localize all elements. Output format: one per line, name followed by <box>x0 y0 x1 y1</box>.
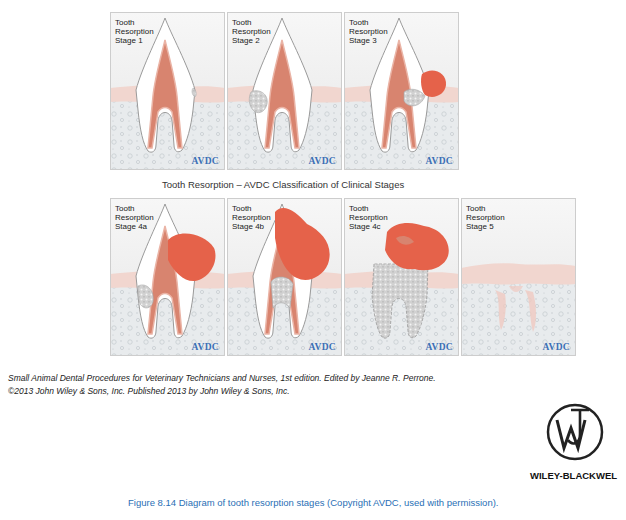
stage-1-tooth-part <box>110 12 225 170</box>
publisher-name: WILEY-BLACKWEL <box>530 470 617 482</box>
stage-5-site-part <box>525 290 536 332</box>
stage-5-site-part <box>461 263 576 356</box>
stage-1-tooth <box>110 12 225 170</box>
stage-4c-tooth-part <box>372 264 428 338</box>
stage-5-site <box>461 198 576 356</box>
stage-panel: Tooth Resorption Stage 4a AVDC <box>110 198 225 356</box>
avdc-logo: AVDC <box>543 342 570 352</box>
diagram-title: Tooth Resorption – AVDC Classification o… <box>162 179 404 191</box>
avdc-logo: AVDC <box>426 156 453 166</box>
avdc-logo: AVDC <box>192 156 219 166</box>
stage-1-tooth-part <box>136 18 195 152</box>
stage-4a-tooth-part <box>168 234 215 282</box>
stage-4c-tooth-part <box>396 236 414 245</box>
avdc-logo: AVDC <box>309 156 336 166</box>
stage-4c-tooth-part <box>385 223 449 270</box>
stage-5-site-part <box>509 286 523 292</box>
stage-1-tooth-part <box>192 88 196 97</box>
stage-5-site-part <box>461 283 576 356</box>
stage-3-tooth-part <box>421 70 446 97</box>
stage-panel: Tooth Resorption Stage 3 AVDC <box>344 12 459 170</box>
stage-label: Tooth Resorption Stage 1 <box>115 18 159 45</box>
avdc-logo: AVDC <box>426 342 453 352</box>
stage-2-tooth-part <box>249 91 267 113</box>
stage-3-tooth-part <box>370 18 429 152</box>
stage-panel: Tooth Resorption Stage 4c AVDC <box>344 198 459 356</box>
stage-label: Tooth Resorption Stage 2 <box>232 18 276 45</box>
figure-caption: Figure 8.14 Diagram of tooth resorption … <box>128 497 499 509</box>
publisher-emblem-part <box>568 410 589 443</box>
citation-line: Small Animal Dental Procedures for Veter… <box>8 373 436 384</box>
stage-panel: Tooth Resorption Stage 4b AVDC <box>227 198 342 356</box>
avdc-logo: AVDC <box>309 342 336 352</box>
stage-5-site-part <box>495 290 506 330</box>
stage-4b-tooth-part <box>271 277 293 308</box>
stage-4a-tooth-part <box>138 285 153 308</box>
stage-3-tooth-part <box>404 89 425 106</box>
stage-4b-tooth <box>227 198 342 356</box>
copyright-line: ©2013 John Wiley & Sons, Inc. Published … <box>8 386 290 397</box>
publisher-emblem-part <box>548 405 602 459</box>
stage-4b-tooth-part <box>275 208 330 280</box>
stage-4c-tooth-part <box>344 198 459 356</box>
avdc-logo: AVDC <box>192 342 219 352</box>
stage-label: Tooth Resorption Stage 4b <box>232 204 276 231</box>
stage-panel: Tooth Resorption Stage 1 AVDC <box>110 12 225 170</box>
stage-2-tooth <box>227 12 342 170</box>
stage-2-tooth-part <box>227 12 342 170</box>
stage-4a-tooth-part <box>110 198 225 356</box>
stage-panel: Tooth Resorption Stage 5 AVDC <box>461 198 576 356</box>
stage-3-tooth-part <box>344 12 459 170</box>
stage-4c-tooth <box>344 198 459 356</box>
stage-label: Tooth Resorption Stage 4c <box>349 204 393 231</box>
publisher-emblem <box>548 405 602 459</box>
stage-4a-tooth <box>110 198 225 356</box>
stage-panel: Tooth Resorption Stage 2 AVDC <box>227 12 342 170</box>
stage-2-tooth-part <box>253 18 312 152</box>
stage-4b-tooth-part <box>227 198 342 356</box>
stage-label: Tooth Resorption Stage 5 <box>466 204 510 231</box>
stage-label: Tooth Resorption Stage 3 <box>349 18 393 45</box>
stage-5-site-part <box>461 198 576 356</box>
stage-label: Tooth Resorption Stage 4a <box>115 204 159 231</box>
stage-3-tooth <box>344 12 459 170</box>
